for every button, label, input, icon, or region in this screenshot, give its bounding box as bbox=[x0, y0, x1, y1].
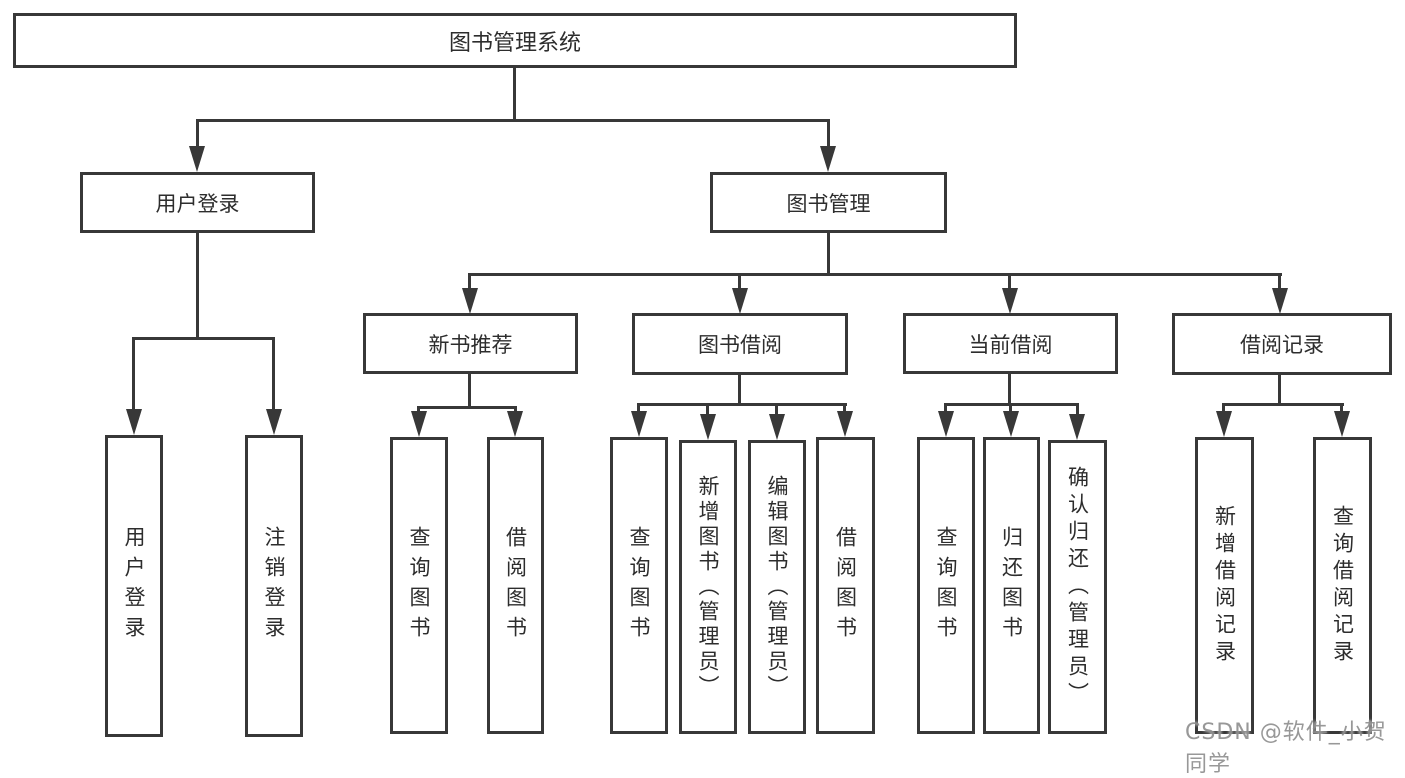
arrow-down-icon bbox=[411, 411, 427, 437]
connector-line-h bbox=[132, 337, 275, 340]
arrow-down-icon bbox=[1002, 288, 1018, 314]
connector-line-v bbox=[827, 233, 830, 273]
arrow-down-icon bbox=[507, 411, 523, 437]
connector-line-h bbox=[637, 403, 847, 406]
connector-line-v bbox=[196, 233, 199, 337]
node-current-borrowing: 当前借阅 bbox=[903, 313, 1118, 374]
leaf-label: 查询借阅记录 bbox=[1330, 504, 1355, 667]
leaf-cb-query-books: 查询图书 bbox=[917, 437, 975, 734]
connector-line-v bbox=[1076, 403, 1079, 415]
connector-line-v bbox=[944, 403, 947, 415]
connector-line-v bbox=[1340, 403, 1343, 415]
connector-line-v bbox=[1278, 375, 1281, 403]
node-book-management: 图书管理 bbox=[710, 172, 947, 233]
leaf-br-add-record: 新增借阅记录 bbox=[1195, 437, 1254, 734]
connector-line-v bbox=[272, 337, 275, 411]
connector-line-v bbox=[132, 337, 135, 411]
node-borrowing-records: 借阅记录 bbox=[1172, 313, 1392, 375]
arrow-down-icon bbox=[1334, 411, 1350, 437]
connector-line-v bbox=[468, 273, 471, 291]
connector-line-v bbox=[738, 273, 741, 291]
connector-line-v bbox=[738, 375, 741, 403]
leaf-label: 用户登录 bbox=[122, 526, 146, 646]
node-user-login: 用户登录 bbox=[80, 172, 315, 233]
arrow-down-icon bbox=[1272, 288, 1288, 314]
node-book-borrowing: 图书借阅 bbox=[632, 313, 848, 375]
arrow-down-icon bbox=[700, 414, 716, 440]
leaf-cb-confirm-return-admin: 确认归还（管理员） bbox=[1048, 440, 1107, 734]
leaf-br-query-record: 查询借阅记录 bbox=[1313, 437, 1372, 734]
node-library-system: 图书管理系统 bbox=[13, 13, 1017, 68]
connector-line-v bbox=[513, 67, 516, 119]
connector-line-h bbox=[417, 406, 517, 409]
leaf-label: 借阅图书 bbox=[503, 525, 528, 646]
arrow-down-icon bbox=[1003, 411, 1019, 437]
leaf-label: 新增图书（管理员） bbox=[696, 474, 720, 700]
arrow-down-icon bbox=[938, 411, 954, 437]
connector-line-v bbox=[1278, 273, 1281, 291]
arrow-down-icon bbox=[631, 411, 647, 437]
leaf-label: 查询图书 bbox=[934, 525, 958, 646]
arrow-down-icon bbox=[126, 409, 142, 435]
leaf-nb-borrow-books: 借阅图书 bbox=[487, 437, 544, 734]
leaf-bb-edit-books-admin: 编辑图书（管理员） bbox=[748, 440, 806, 734]
arrow-down-icon bbox=[266, 409, 282, 435]
connector-line-v bbox=[196, 119, 199, 149]
leaf-bb-add-books-admin: 新增图书（管理员） bbox=[679, 440, 737, 734]
connector-line-v bbox=[843, 403, 846, 415]
arrow-down-icon bbox=[769, 414, 785, 440]
arrow-down-icon bbox=[732, 288, 748, 314]
leaf-bb-query-books: 查询图书 bbox=[610, 437, 668, 734]
connector-line-v bbox=[827, 119, 830, 149]
connector-line-h bbox=[196, 119, 830, 122]
arrow-down-icon bbox=[189, 146, 205, 172]
arrow-down-icon bbox=[462, 288, 478, 314]
leaf-cb-return-books: 归还图书 bbox=[983, 437, 1040, 734]
csdn-watermark: CSDN @软件_小贺同学 bbox=[1185, 720, 1387, 777]
node-new-book-recommendation: 新书推荐 bbox=[363, 313, 578, 374]
leaf-user-login: 用户登录 bbox=[105, 435, 163, 737]
connector-line-v bbox=[1222, 403, 1225, 415]
leaf-label: 归还图书 bbox=[999, 525, 1024, 646]
leaf-label: 注销登录 bbox=[262, 526, 286, 646]
connector-line-h bbox=[468, 273, 1282, 276]
connector-line-v bbox=[1009, 403, 1012, 415]
connector-line-v bbox=[468, 374, 471, 406]
connector-line-v bbox=[637, 403, 640, 415]
leaf-logout-login: 注销登录 bbox=[245, 435, 303, 737]
arrow-down-icon bbox=[1216, 411, 1232, 437]
arrow-down-icon bbox=[837, 411, 853, 437]
arrow-down-icon bbox=[820, 146, 836, 172]
leaf-label: 确认归还（管理员） bbox=[1065, 465, 1090, 709]
connector-line-v bbox=[775, 403, 778, 415]
connector-line-v bbox=[1008, 273, 1011, 291]
leaf-label: 借阅图书 bbox=[833, 525, 858, 646]
leaf-label: 查询图书 bbox=[407, 525, 431, 646]
leaf-label: 新增借阅记录 bbox=[1212, 504, 1237, 667]
leaf-nb-query-books: 查询图书 bbox=[390, 437, 448, 734]
connector-line-v bbox=[1008, 374, 1011, 403]
arrow-down-icon bbox=[1069, 414, 1085, 440]
leaf-label: 查询图书 bbox=[627, 525, 651, 646]
leaf-bb-borrow-books: 借阅图书 bbox=[816, 437, 875, 734]
connector-line-v bbox=[706, 403, 709, 415]
connector-line-h bbox=[1222, 403, 1344, 406]
leaf-label: 编辑图书（管理员） bbox=[765, 474, 789, 700]
